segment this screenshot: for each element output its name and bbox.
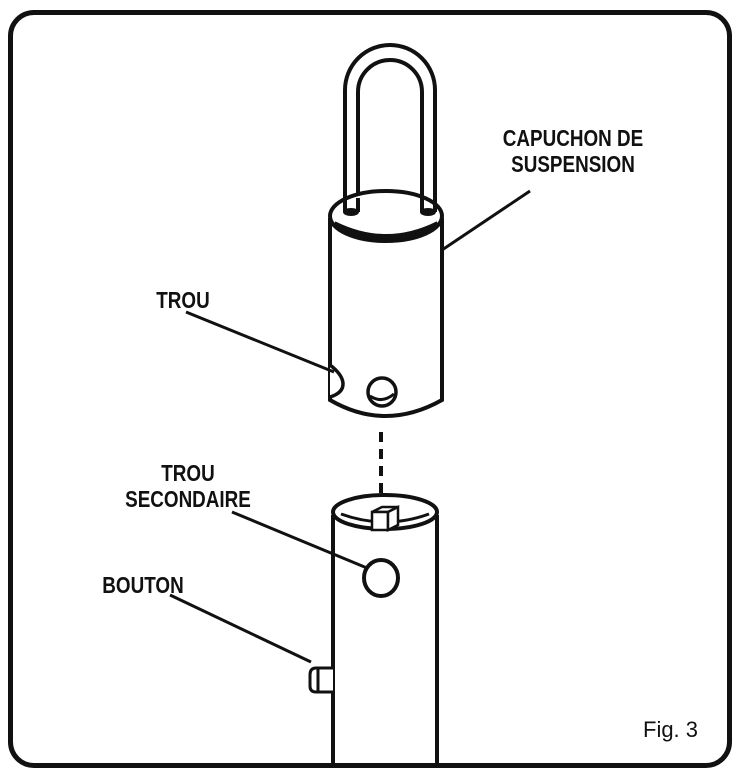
- leader-hole: [185, 310, 335, 374]
- hanger-loop: [343, 43, 437, 212]
- label-button: BOUTON: [98, 572, 188, 598]
- label-button-line: BOUTON: [102, 572, 184, 598]
- label-hanger-cap: CAPUCHON DE SUSPENSION: [499, 125, 647, 177]
- square-pin: [370, 504, 400, 533]
- button-knob: [308, 666, 333, 694]
- leader-lines: [169, 189, 531, 664]
- assembly-diagram: [169, 43, 531, 763]
- leader-hanger-cap: [441, 189, 531, 252]
- leader-button: [169, 593, 312, 664]
- figure-number: Fig. 3: [643, 717, 699, 742]
- label-hole: TROU: [142, 287, 224, 313]
- figure-frame: CAPUCHON DE SUSPENSION TROU TROU SECONDA…: [8, 10, 732, 768]
- downrod-pipe: [331, 515, 439, 763]
- label-secondary-hole-line-1: TROU: [161, 460, 215, 486]
- label-hole-line: TROU: [156, 287, 210, 313]
- secondary-hole: [362, 558, 400, 598]
- hanger-cap-body: [328, 218, 444, 418]
- cap-front-hole: [366, 376, 398, 408]
- label-secondary-hole: TROU SECONDAIRE: [118, 460, 257, 512]
- label-secondary-hole-line-2: SECONDAIRE: [125, 486, 251, 512]
- label-hanger-cap-line-1: CAPUCHON DE: [502, 125, 644, 151]
- label-hanger-cap-line-2: SUSPENSION: [511, 151, 635, 177]
- leader-secondary-hole: [231, 510, 368, 570]
- hanger-cap-inner-rim: [332, 221, 440, 240]
